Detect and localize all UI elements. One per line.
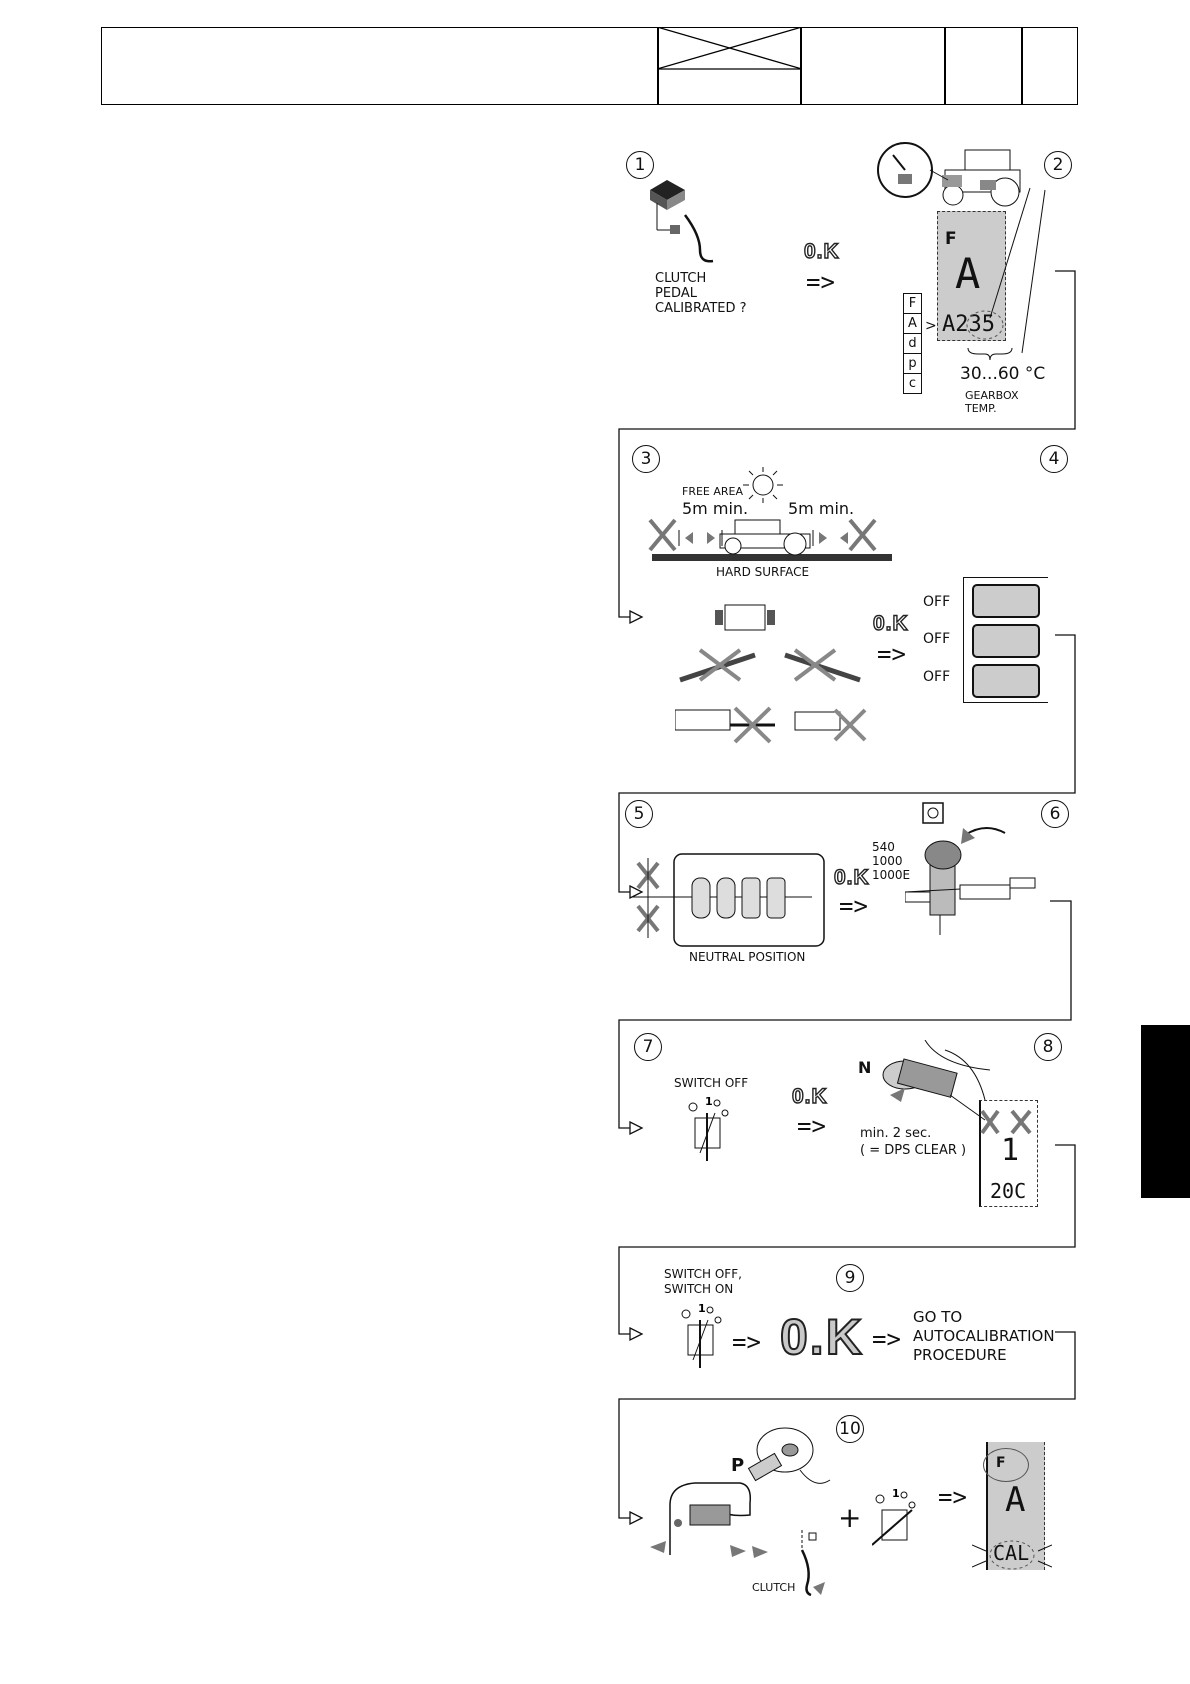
pto-switch: [972, 664, 1040, 698]
neutral-position-label: NEUTRAL POSITION: [689, 950, 806, 964]
section-tab-marker: [1141, 1025, 1190, 1198]
ignition-key-icon: 1: [872, 1487, 916, 1546]
step-number-8: 8: [1034, 1033, 1062, 1061]
mode-menu: F A d p c: [903, 293, 922, 394]
cross-mark-icon: [657, 27, 802, 70]
step-number-6: 6: [1041, 800, 1069, 828]
next-arrow-10: =>: [938, 1483, 967, 1511]
switch-off-label: SWITCH OFF: [674, 1076, 749, 1090]
free-area-illustration: [648, 518, 892, 561]
clutch-label: CLUTCH: [752, 1581, 796, 1594]
step-number-1: 1: [626, 151, 654, 179]
mode-menu-item: p: [903, 354, 922, 374]
switch-label-3: OFF: [923, 669, 951, 685]
neutral-gear-lever-icon: [632, 853, 825, 947]
4wd-switch: [972, 624, 1040, 658]
park-lever-icon: [747, 1427, 831, 1484]
hard-surface-label: HARD SURFACE: [716, 565, 810, 579]
step-number-10: 10: [836, 1415, 864, 1443]
svg-text:1: 1: [698, 1302, 706, 1315]
mode-menu-item: d: [903, 334, 922, 354]
mode-menu-item: F: [903, 293, 922, 314]
ignition-key-icon: 1: [688, 1095, 729, 1161]
ok-mark-9: 0.K: [779, 1308, 864, 1366]
tractor-gauge-icon: [877, 142, 1021, 207]
park-letter: P: [731, 1455, 745, 1476]
display-bottom-8: 20C: [990, 1179, 1027, 1203]
step-number-4: 4: [1040, 445, 1068, 473]
switch-off-on-label: SWITCH OFF, SWITCH ON: [664, 1267, 742, 1296]
display-panel-8: [979, 1100, 1038, 1207]
dps-clear-caption: min. 2 sec. ( = DPS CLEAR ): [860, 1126, 967, 1158]
ignition-key-icon: 1: [681, 1302, 722, 1368]
clutch-pedal-icon: [800, 1530, 825, 1597]
joystick-icon: [650, 1482, 752, 1557]
header-cell-3: [800, 27, 946, 105]
ok-mark-7: 0.K: [791, 1084, 828, 1108]
diff-lock-switch: [972, 584, 1040, 618]
next-arrow-6: =>: [839, 892, 868, 920]
display-panel-2: [937, 211, 1006, 341]
pto-speeds: 540 1000 1000E: [872, 840, 911, 882]
temp-sensor-lines: [966, 187, 1046, 361]
clutch-question-text: CLUTCH PEDAL CALIBRATED ?: [655, 271, 747, 316]
next-arrow-4: =>: [877, 640, 906, 668]
display-bottom-10: CAL: [993, 1541, 1030, 1565]
pto-lever-icon: [905, 802, 1036, 935]
ok-mark-4: 0.K: [872, 611, 909, 635]
gearbox-temp-caption: GEARBOX TEMP.: [965, 389, 1019, 415]
sun-icon: [743, 467, 783, 503]
header-cell-5: [1021, 27, 1078, 105]
go-to-autocalibration: GO TO AUTOCALIBRATION PROCEDURE: [913, 1308, 1055, 1364]
header-cell-crossed: [657, 27, 802, 105]
step-number-7: 7: [634, 1033, 662, 1061]
svg-text:1: 1: [705, 1095, 713, 1108]
temp-range: 30...60 °C: [960, 364, 1046, 384]
neutral-lever-letter: N: [858, 1058, 872, 1077]
display-mid-8: 1: [1001, 1133, 1020, 1168]
display-bottom-2: A235: [942, 312, 995, 337]
distance-right: 5m min.: [788, 499, 855, 518]
press-arrows-icon: [752, 1546, 768, 1558]
header-cell-4: [944, 27, 1023, 105]
step-number-3: 3: [632, 445, 660, 473]
step-number-9: 9: [836, 1264, 864, 1292]
switch-label-1: OFF: [923, 594, 951, 610]
display-highlight-ring: [983, 1448, 1029, 1482]
plus-sign: +: [838, 1501, 862, 1534]
step-number-2: 2: [1044, 151, 1072, 179]
pointer-arrow: >: [925, 318, 937, 334]
ok-mark-1: 0.K: [803, 239, 840, 263]
svg-text:1: 1: [892, 1487, 900, 1500]
forbidden-marks: [980, 1109, 1032, 1135]
mode-menu-item: A: [903, 314, 922, 334]
display-top-10: F: [996, 1455, 1006, 1471]
clutch-pedal-icon: [650, 180, 714, 263]
distance-left: 5m min.: [682, 499, 749, 518]
shuttle-lever-icon: [882, 1040, 991, 1121]
display-mid-2: A: [955, 249, 981, 298]
slope-warning-illustration: [675, 604, 867, 744]
switch-label-2: OFF: [923, 631, 951, 647]
header-cell-title: [101, 27, 659, 105]
next-arrow-7: =>: [797, 1112, 826, 1140]
flashing-indicator-icon: [972, 1540, 1052, 1570]
ok-mark-6: 0.K: [833, 865, 870, 889]
next-arrow-1: =>: [806, 268, 835, 296]
next-arrow-9b: =>: [872, 1325, 901, 1353]
switch-panel: [963, 577, 1048, 703]
display-top-2: F: [945, 229, 957, 249]
next-arrow-9a: =>: [732, 1328, 761, 1356]
step-number-5: 5: [625, 800, 653, 828]
display-mid-10: A: [1005, 1480, 1026, 1520]
mode-menu-item: c: [903, 374, 922, 394]
free-area-label: FREE AREA: [682, 485, 744, 498]
